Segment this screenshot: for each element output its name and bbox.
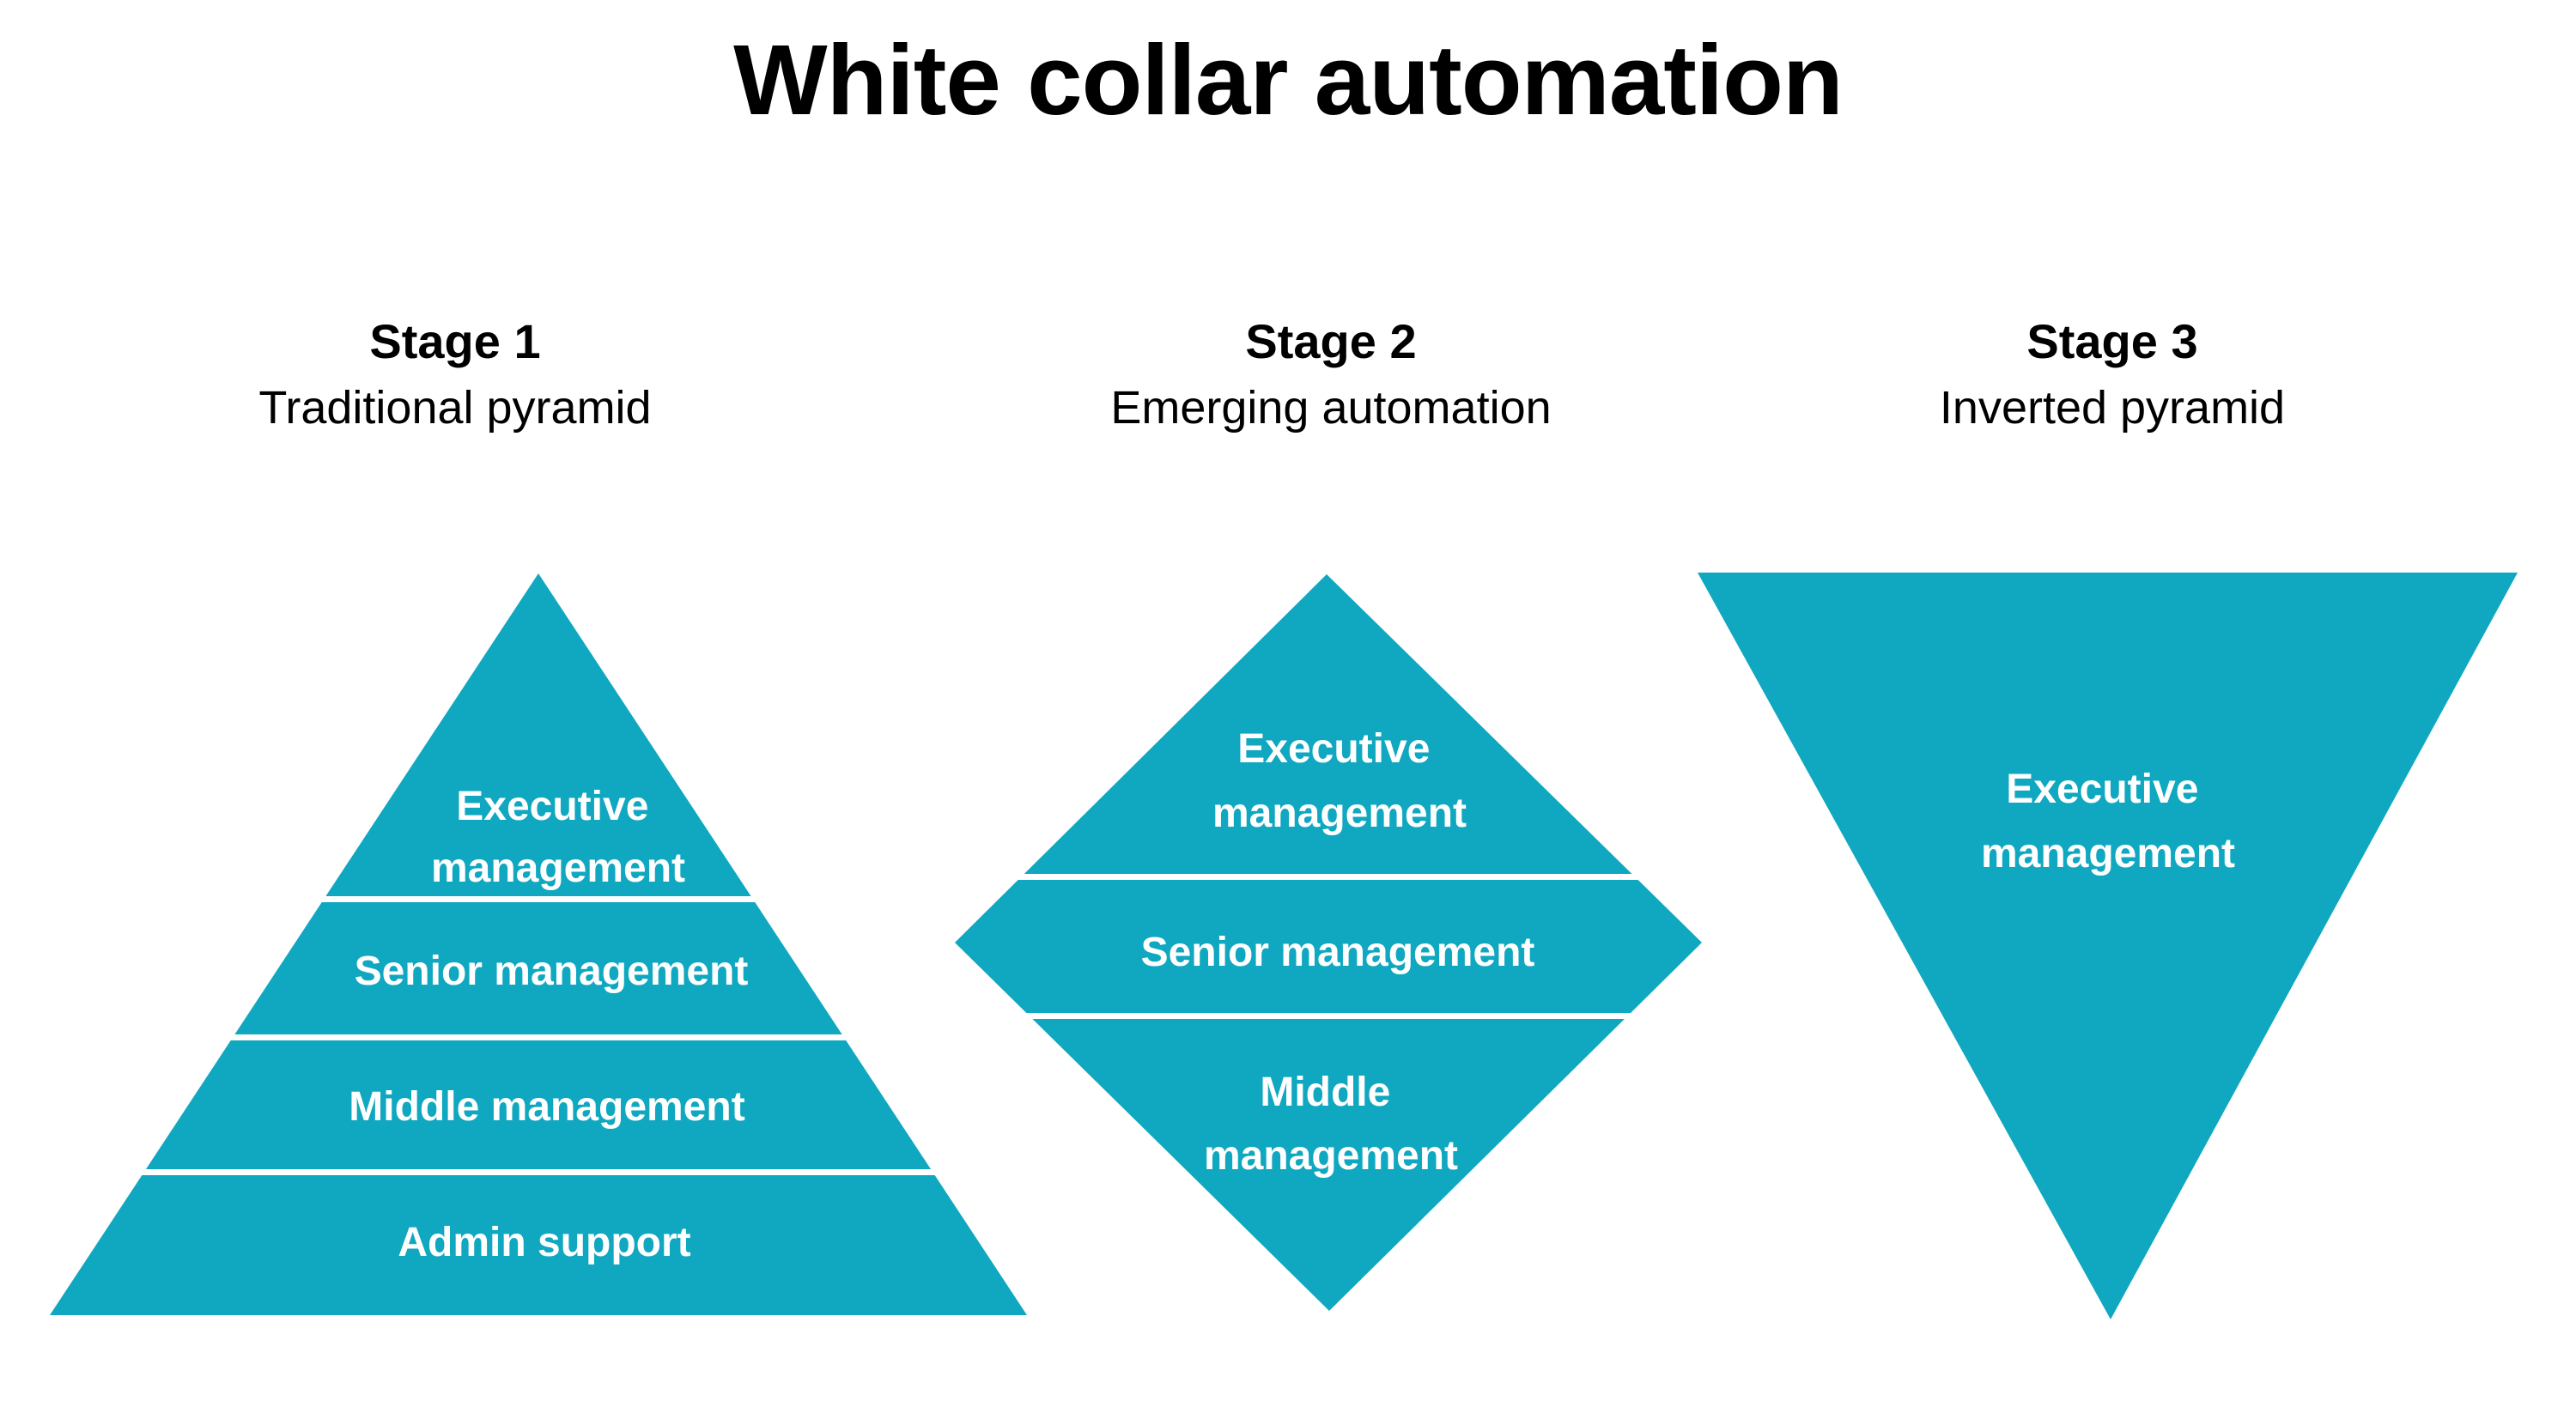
stage-1-senior-line-1: Senior management [355, 949, 749, 994]
stage-1-label-senior-management: Senior management [355, 949, 749, 994]
stage-1-band-admin-support[interactable] [0, 1175, 2576, 1321]
stage-1-label-middle-management: Middle management [349, 1084, 744, 1130]
stage-2-middle-line-2: management [1204, 1133, 1458, 1179]
stage-2-senior-line-1: Senior management [1141, 930, 1535, 975]
stage-1-admin-line-1: Admin support [398, 1220, 690, 1265]
stage-3-label-executive-management: Executive management [1981, 767, 2235, 876]
stage-2-label-middle-management: Middle management [1204, 1070, 1458, 1179]
page-title: White collar automation [733, 24, 1844, 136]
stage-1-exec-line-2: management [431, 846, 685, 891]
stage-1-label-admin-support: Admin support [398, 1220, 690, 1265]
stage-2-label: Stage 2 [1245, 314, 1417, 368]
stage-2-subtitle: Emerging automation [1110, 382, 1552, 434]
stage-3-exec-line-1: Executive [2006, 767, 2198, 812]
stage-2-label-executive-management: Executive management [1212, 726, 1467, 836]
stage-3-exec-line-2: management [1981, 831, 2235, 876]
stage-2-band-senior-management[interactable] [0, 880, 2576, 1013]
stage-2-exec-line-2: management [1212, 791, 1467, 836]
stage-3-label: Stage 3 [2026, 314, 2198, 368]
stage-header-1: Stage 1 Traditional pyramid [112, 314, 799, 434]
stage-1-exec-line-1: Executive [456, 784, 648, 829]
stage-2-middle-line-1: Middle [1260, 1070, 1390, 1115]
stage-header-2: Stage 2 Emerging automation [996, 314, 1666, 434]
stage-3-subtitle: Inverted pyramid [1939, 382, 2286, 434]
stage-1-label-executive-management: Executive management [431, 784, 685, 891]
stage-2-label-senior-management: Senior management [1141, 930, 1535, 975]
stage-1-middle-line-1: Middle management [349, 1084, 744, 1130]
stage-1-label: Stage 1 [369, 314, 541, 368]
stage-header-3: Stage 3 Inverted pyramid [1786, 314, 2439, 434]
stage-1-subtitle: Traditional pyramid [258, 382, 652, 434]
stage-2-exec-line-1: Executive [1237, 726, 1430, 772]
